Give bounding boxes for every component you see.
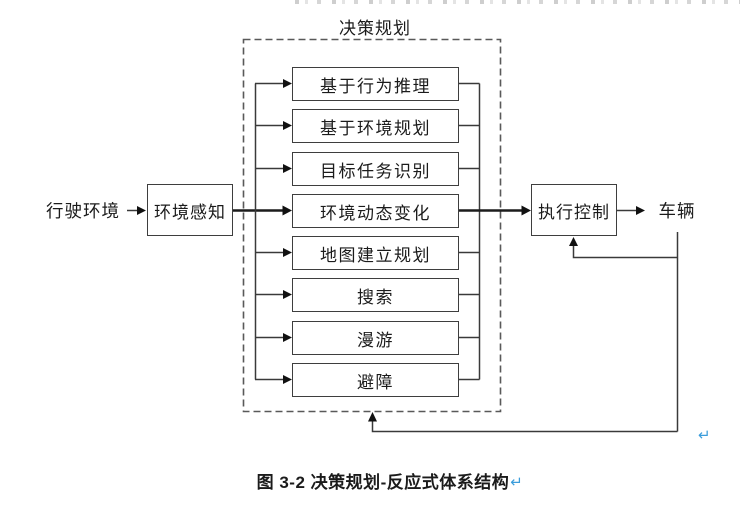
driving-environment-label: 行驶环境 — [46, 201, 120, 221]
arrow-env-change-to-execution — [457, 205, 531, 216]
decision-planning-dashed-border — [242, 38, 502, 413]
paragraph-return-icon: ↵ — [698, 427, 711, 444]
vehicle-label: 车辆 — [658, 201, 696, 221]
arrow-feedback-to-planning — [368, 412, 678, 433]
module-search: 搜索 — [292, 278, 459, 312]
decision-planning-title: 决策规划 — [339, 19, 411, 38]
module-output-connectors — [457, 82, 480, 381]
module-env-dynamic-change: 环境动态变化 — [292, 194, 459, 228]
figure-caption-text: 图 3-2 决策规划-反应式体系结构 — [256, 473, 510, 492]
module-task-recognition: 目标任务识别 — [292, 152, 459, 186]
module-map-building: 地图建立规划 — [292, 236, 459, 270]
paragraph-return-icon: ↵ — [510, 474, 524, 491]
arrows-to-modules — [255, 79, 292, 384]
environment-perception-box: 环境感知 — [147, 184, 233, 236]
cropped-text-fragment — [295, 0, 740, 4]
arrow-execution-to-vehicle — [617, 206, 645, 215]
module-roaming: 漫游 — [292, 321, 459, 355]
figure-caption: 图 3-2 决策规划-反应式体系结构↵ — [40, 468, 740, 493]
arrow-feedback-to-execution — [569, 237, 678, 259]
execution-control-box: 执行控制 — [531, 184, 617, 236]
arrow-input-to-perception — [127, 206, 146, 215]
module-obstacle-avoidance: 避障 — [292, 363, 459, 397]
module-behavior-reasoning: 基于行为推理 — [292, 67, 459, 101]
line-perception-to-env-change — [233, 205, 292, 216]
module-environment-planning: 基于环境规划 — [292, 109, 459, 143]
